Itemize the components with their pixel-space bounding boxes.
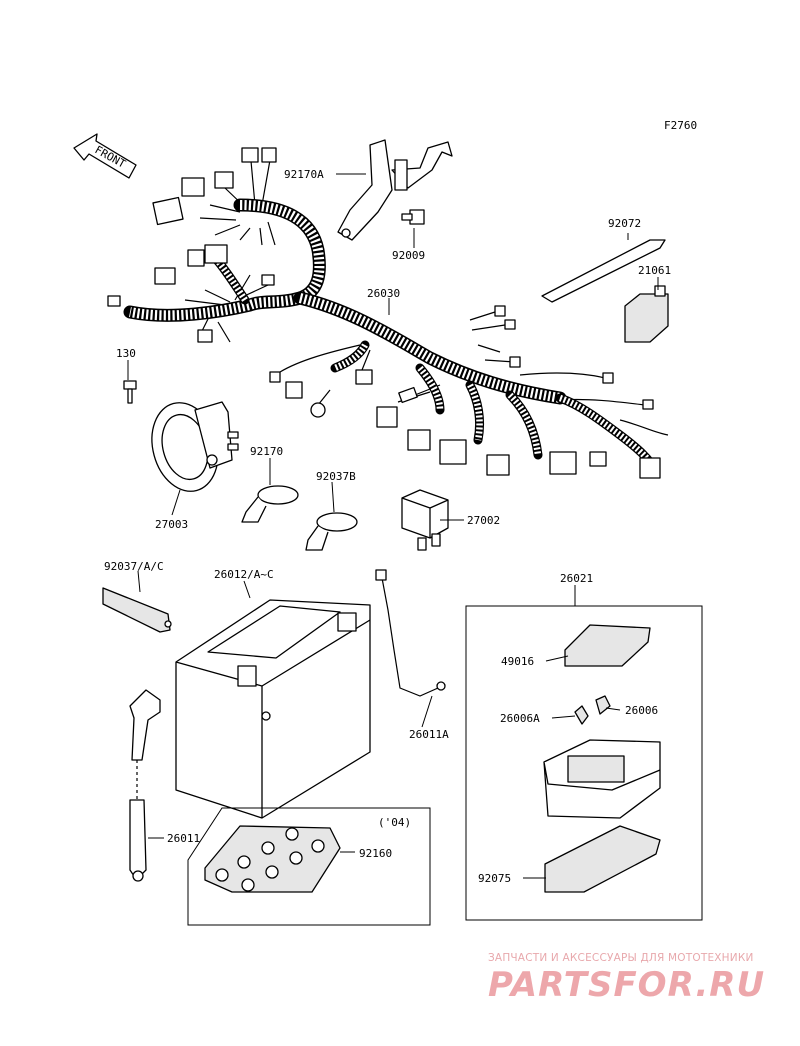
battery-26012 [175, 599, 371, 819]
callout-92009: 92009 [392, 249, 425, 262]
band-92072 [541, 239, 666, 303]
callout-26012ac: 26012/A~C [214, 568, 274, 581]
callout-labels: 92170A 92009 92072 21061 26030 130 92170… [104, 168, 671, 885]
horn-27003 [151, 401, 239, 492]
cover-21061 [624, 285, 669, 343]
callout-26006: 26006 [625, 704, 658, 717]
callout-27003: 27003 [155, 518, 188, 531]
callout-130: 130 [116, 347, 136, 360]
front-arrow-icon: FRONT [73, 133, 137, 179]
bracket-92170a [337, 139, 453, 241]
pad-92160 [187, 807, 431, 926]
callout-92075: 92075 [478, 872, 511, 885]
watermark-title: ЗАПЧАСТИ И АКСЕССУАРЫ ДЛЯ МОТОТЕХНИКИ [488, 952, 754, 964]
relay-27002 [401, 489, 449, 551]
clamp-92037b [305, 512, 358, 551]
figure-code: F2760 [664, 119, 697, 132]
watermark: ЗАПЧАСТИ И АКСЕССУАРЫ ДЛЯ МОТОТЕХНИКИ PA… [488, 952, 765, 1005]
callout-21061: 21061 [638, 264, 671, 277]
callout-26006a: 26006A [500, 712, 540, 725]
callout-27002: 27002 [467, 514, 500, 527]
callout-26011a: 26011A [409, 728, 449, 741]
clamp-92170 [241, 485, 299, 523]
callout-49016: 49016 [501, 655, 534, 668]
callout-92072: 92072 [608, 217, 641, 230]
cable-26011 [129, 689, 161, 882]
callout-92170: 92170 [250, 445, 283, 458]
bolt-92009 [401, 209, 425, 225]
callout-92037ac: 92037/A/C [104, 560, 164, 573]
callout-26021: 26021 [560, 572, 593, 585]
strap-92037ac [102, 587, 172, 633]
callout-92170a: 92170A [284, 168, 324, 181]
callout-92160: 92160 [359, 847, 392, 860]
fuse-box-26021 [465, 605, 703, 921]
wiring-harness-26030 [107, 147, 669, 479]
cable-26011a [375, 569, 446, 697]
watermark-logo: PARTSFOR.RU [488, 965, 765, 1005]
callout-92037b: 92037B [316, 470, 356, 483]
bolt-130 [123, 380, 137, 404]
pointer-lines [127, 173, 659, 879]
callout-26011: 26011 [167, 832, 200, 845]
callout-26030: 26030 [367, 287, 400, 300]
year-note: ('04) [378, 816, 411, 829]
